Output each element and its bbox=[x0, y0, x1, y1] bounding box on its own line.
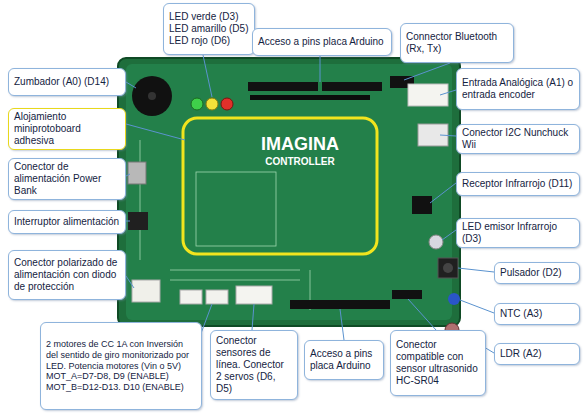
pin-header bbox=[248, 82, 318, 91]
pin-header bbox=[290, 300, 390, 309]
led-yellow bbox=[206, 98, 218, 110]
callout-text: LED emisor Infrarrojo (D3) bbox=[462, 221, 574, 245]
callout-box: 2 motores de CC 1A con Inversión del sen… bbox=[40, 322, 202, 410]
leader-line bbox=[430, 183, 456, 203]
callout-box: Conector polarizado de alimentación con … bbox=[8, 250, 126, 300]
buzzer bbox=[132, 76, 172, 116]
pin-header bbox=[250, 95, 370, 100]
leader-line bbox=[252, 304, 254, 330]
callout-text: Conector polarizado de alimentación con … bbox=[14, 257, 120, 293]
board-label: CONTROLLER bbox=[240, 156, 360, 167]
leader-line bbox=[440, 135, 456, 136]
motor-connector bbox=[180, 290, 202, 304]
ir-led bbox=[429, 235, 443, 249]
ultrasonic-connector bbox=[392, 290, 422, 299]
callout-text: Conector compatible con sensor ultrasoni… bbox=[396, 339, 480, 387]
ntc bbox=[448, 293, 460, 305]
callout-text: Conector de alimentación Power Bank bbox=[14, 161, 120, 197]
power-switch bbox=[128, 212, 148, 230]
callout-box: Conector compatible con sensor ultrasoni… bbox=[390, 330, 486, 396]
callout-box: Connector Bluetooth (Rx, Tx) bbox=[400, 23, 514, 63]
callout-text: Alojamiento miniprotoboard adhesiva bbox=[14, 111, 120, 147]
callout-box: Conector I2C Nunchuck Wii bbox=[456, 124, 580, 154]
leader-line bbox=[408, 299, 436, 330]
leader-line bbox=[126, 221, 130, 222]
callout-box: Interruptor alimentación bbox=[8, 210, 126, 234]
motor-connector bbox=[206, 290, 228, 304]
leader-line bbox=[320, 56, 321, 82]
pcb-surface bbox=[126, 64, 452, 320]
callout-box: NTC (A3) bbox=[494, 303, 580, 325]
callout-text: Pulsador (D2) bbox=[500, 267, 574, 279]
leader-line bbox=[126, 174, 130, 176]
callout-text: Acceso a pins placa Arduino bbox=[310, 348, 378, 372]
callout-box: LED emisor Infrarrojo (D3) bbox=[456, 218, 580, 248]
protoboard-outline bbox=[183, 118, 377, 254]
callout-text: 2 motores de CC 1A con Inversión del sen… bbox=[46, 339, 196, 393]
callout-box: Pulsador (D2) bbox=[494, 262, 580, 284]
leader-line bbox=[203, 55, 212, 97]
callout-text: Conector sensores de línea. Conector 2 s… bbox=[216, 335, 292, 395]
silkscreen-frame bbox=[196, 172, 276, 246]
buzzer-hole bbox=[148, 92, 156, 100]
leader-line bbox=[126, 82, 136, 88]
callout-box: Entrada Analógica (A1) o entrada encoder bbox=[456, 68, 580, 110]
callout-box: Zumbador (A0) (D14) bbox=[8, 68, 126, 96]
led-red bbox=[221, 98, 233, 110]
led-green bbox=[191, 98, 203, 110]
pcb bbox=[118, 58, 460, 326]
callout-text: Receptor Infrarrojo (D11) bbox=[462, 178, 574, 190]
leader-line bbox=[458, 268, 494, 272]
leader-line bbox=[440, 90, 456, 95]
callout-box: Conector sensores de línea. Conector 2 s… bbox=[210, 330, 298, 400]
leader-line bbox=[460, 300, 494, 313]
leader-line bbox=[404, 63, 450, 80]
callout-text: Connector Bluetooth (Rx, Tx) bbox=[406, 31, 508, 55]
leader-line bbox=[126, 276, 134, 288]
pushbutton-cap bbox=[443, 263, 453, 273]
callout-text: Acceso a pins placa Arduino bbox=[258, 36, 386, 48]
leader-line bbox=[442, 230, 456, 240]
callout-box: Conector de alimentación Power Bank bbox=[8, 158, 126, 200]
callout-box: LDR (A2) bbox=[494, 343, 580, 365]
leader-line bbox=[126, 124, 185, 140]
analog-connector bbox=[408, 84, 448, 106]
callout-text: Interruptor alimentación bbox=[14, 216, 120, 228]
micro-usb bbox=[128, 162, 146, 184]
pin-header bbox=[322, 82, 382, 91]
leader-line bbox=[340, 309, 344, 340]
pushbutton bbox=[438, 258, 458, 278]
callout-text: LED verde (D3) LED amarillo (D5) LED roj… bbox=[169, 11, 249, 47]
callout-text: LDR (A2) bbox=[500, 348, 574, 360]
callout-box: LED verde (D3) LED amarillo (D5) LED roj… bbox=[163, 3, 255, 55]
callout-text: Zumbador (A0) (D14) bbox=[14, 76, 120, 88]
callout-box: Acceso a pins placa Arduino bbox=[304, 340, 384, 380]
line-sensor-connector bbox=[236, 286, 272, 304]
ir-receiver bbox=[412, 196, 432, 214]
board-label: IMAGINA bbox=[240, 134, 360, 155]
callout-text: Conector I2C Nunchuck Wii bbox=[462, 127, 574, 151]
callout-text: Entrada Analógica (A1) o entrada encoder bbox=[462, 77, 574, 101]
callout-text: NTC (A3) bbox=[500, 308, 574, 320]
polarized-connector bbox=[132, 280, 160, 302]
callout-box: Receptor Infrarrojo (D11) bbox=[456, 172, 580, 196]
callout-box: Alojamiento miniprotoboard adhesiva bbox=[8, 108, 126, 150]
callout-box: Acceso a pins placa Arduino bbox=[252, 28, 392, 56]
